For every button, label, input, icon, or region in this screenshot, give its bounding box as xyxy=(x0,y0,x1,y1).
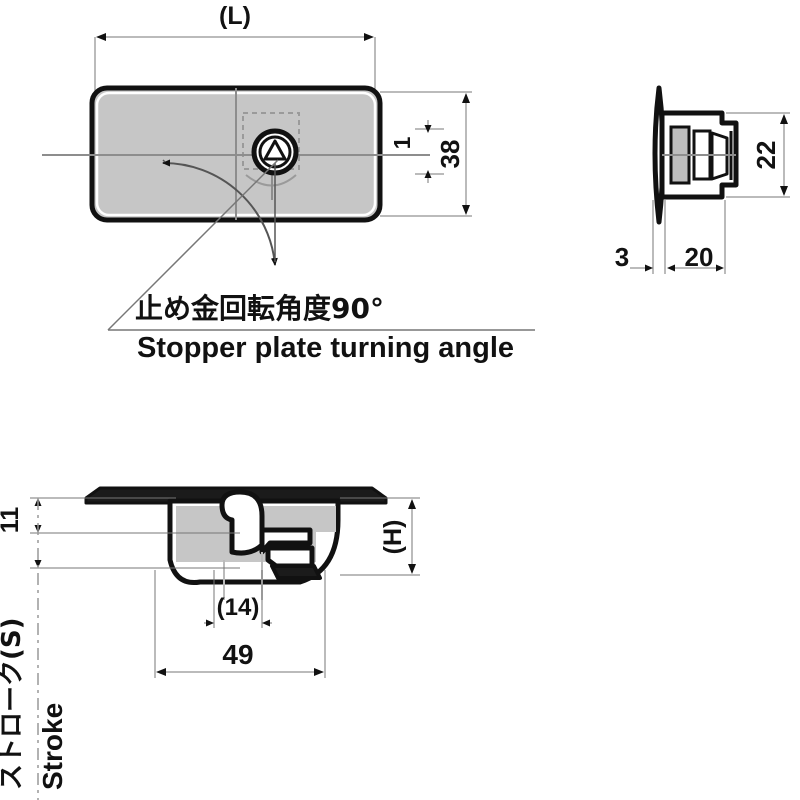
dim-label-49: 49 xyxy=(222,639,253,670)
stroke-label-english: Stroke xyxy=(37,703,68,790)
stroke-dimension: ストローク(S) Stroke xyxy=(0,498,68,800)
section-latch-upper xyxy=(259,527,313,555)
turning-angle-annotation xyxy=(107,159,535,331)
dim-label-14: (14) xyxy=(217,594,260,621)
section-body xyxy=(167,489,341,600)
section-view-group: (H) 11 ストローク(S) Stroke xyxy=(0,486,420,800)
caption-japanese: 止め金回転角度90° xyxy=(135,292,384,325)
dim-label-11: 11 xyxy=(0,507,24,534)
section-latch-lower xyxy=(265,545,315,569)
arc-start-tick xyxy=(162,159,166,163)
leader-line-to-plate xyxy=(107,159,279,331)
dim-label-22: 22 xyxy=(751,141,781,170)
dim-label-length: (L) xyxy=(219,2,251,30)
dimension-side-3-and-20: 3 20 xyxy=(615,200,726,274)
side-view-group: 22 3 20 xyxy=(615,85,790,274)
dim-label-H: (H) xyxy=(379,520,407,555)
dimension-section-H: (H) xyxy=(340,497,420,576)
dimension-offset-1: 1 xyxy=(389,120,444,183)
triangular-cam-icon xyxy=(263,139,287,161)
side-internal-detail xyxy=(662,125,736,185)
dimension-section-14: (14) xyxy=(204,570,272,628)
dim-label-1: 1 xyxy=(389,136,415,149)
dimension-section-49: 49 xyxy=(154,570,326,678)
dim-label-38: 38 xyxy=(435,140,465,169)
top-plate-outline xyxy=(42,85,430,223)
top-view-group: (L) xyxy=(42,2,535,364)
rotation-arc xyxy=(162,159,278,266)
dim-label-20: 20 xyxy=(685,242,714,272)
dim-label-3: 3 xyxy=(615,242,629,272)
section-latch-foot xyxy=(270,564,322,580)
dimension-length-L: (L) xyxy=(94,2,376,92)
dimension-side-22: 22 xyxy=(726,112,790,198)
caption-english: Stopper plate turning angle xyxy=(137,332,514,364)
dimension-height-38: 38 xyxy=(380,91,472,217)
dimension-section-11: 11 xyxy=(0,497,240,569)
stroke-label-japanese: ストローク(S) xyxy=(0,618,27,791)
